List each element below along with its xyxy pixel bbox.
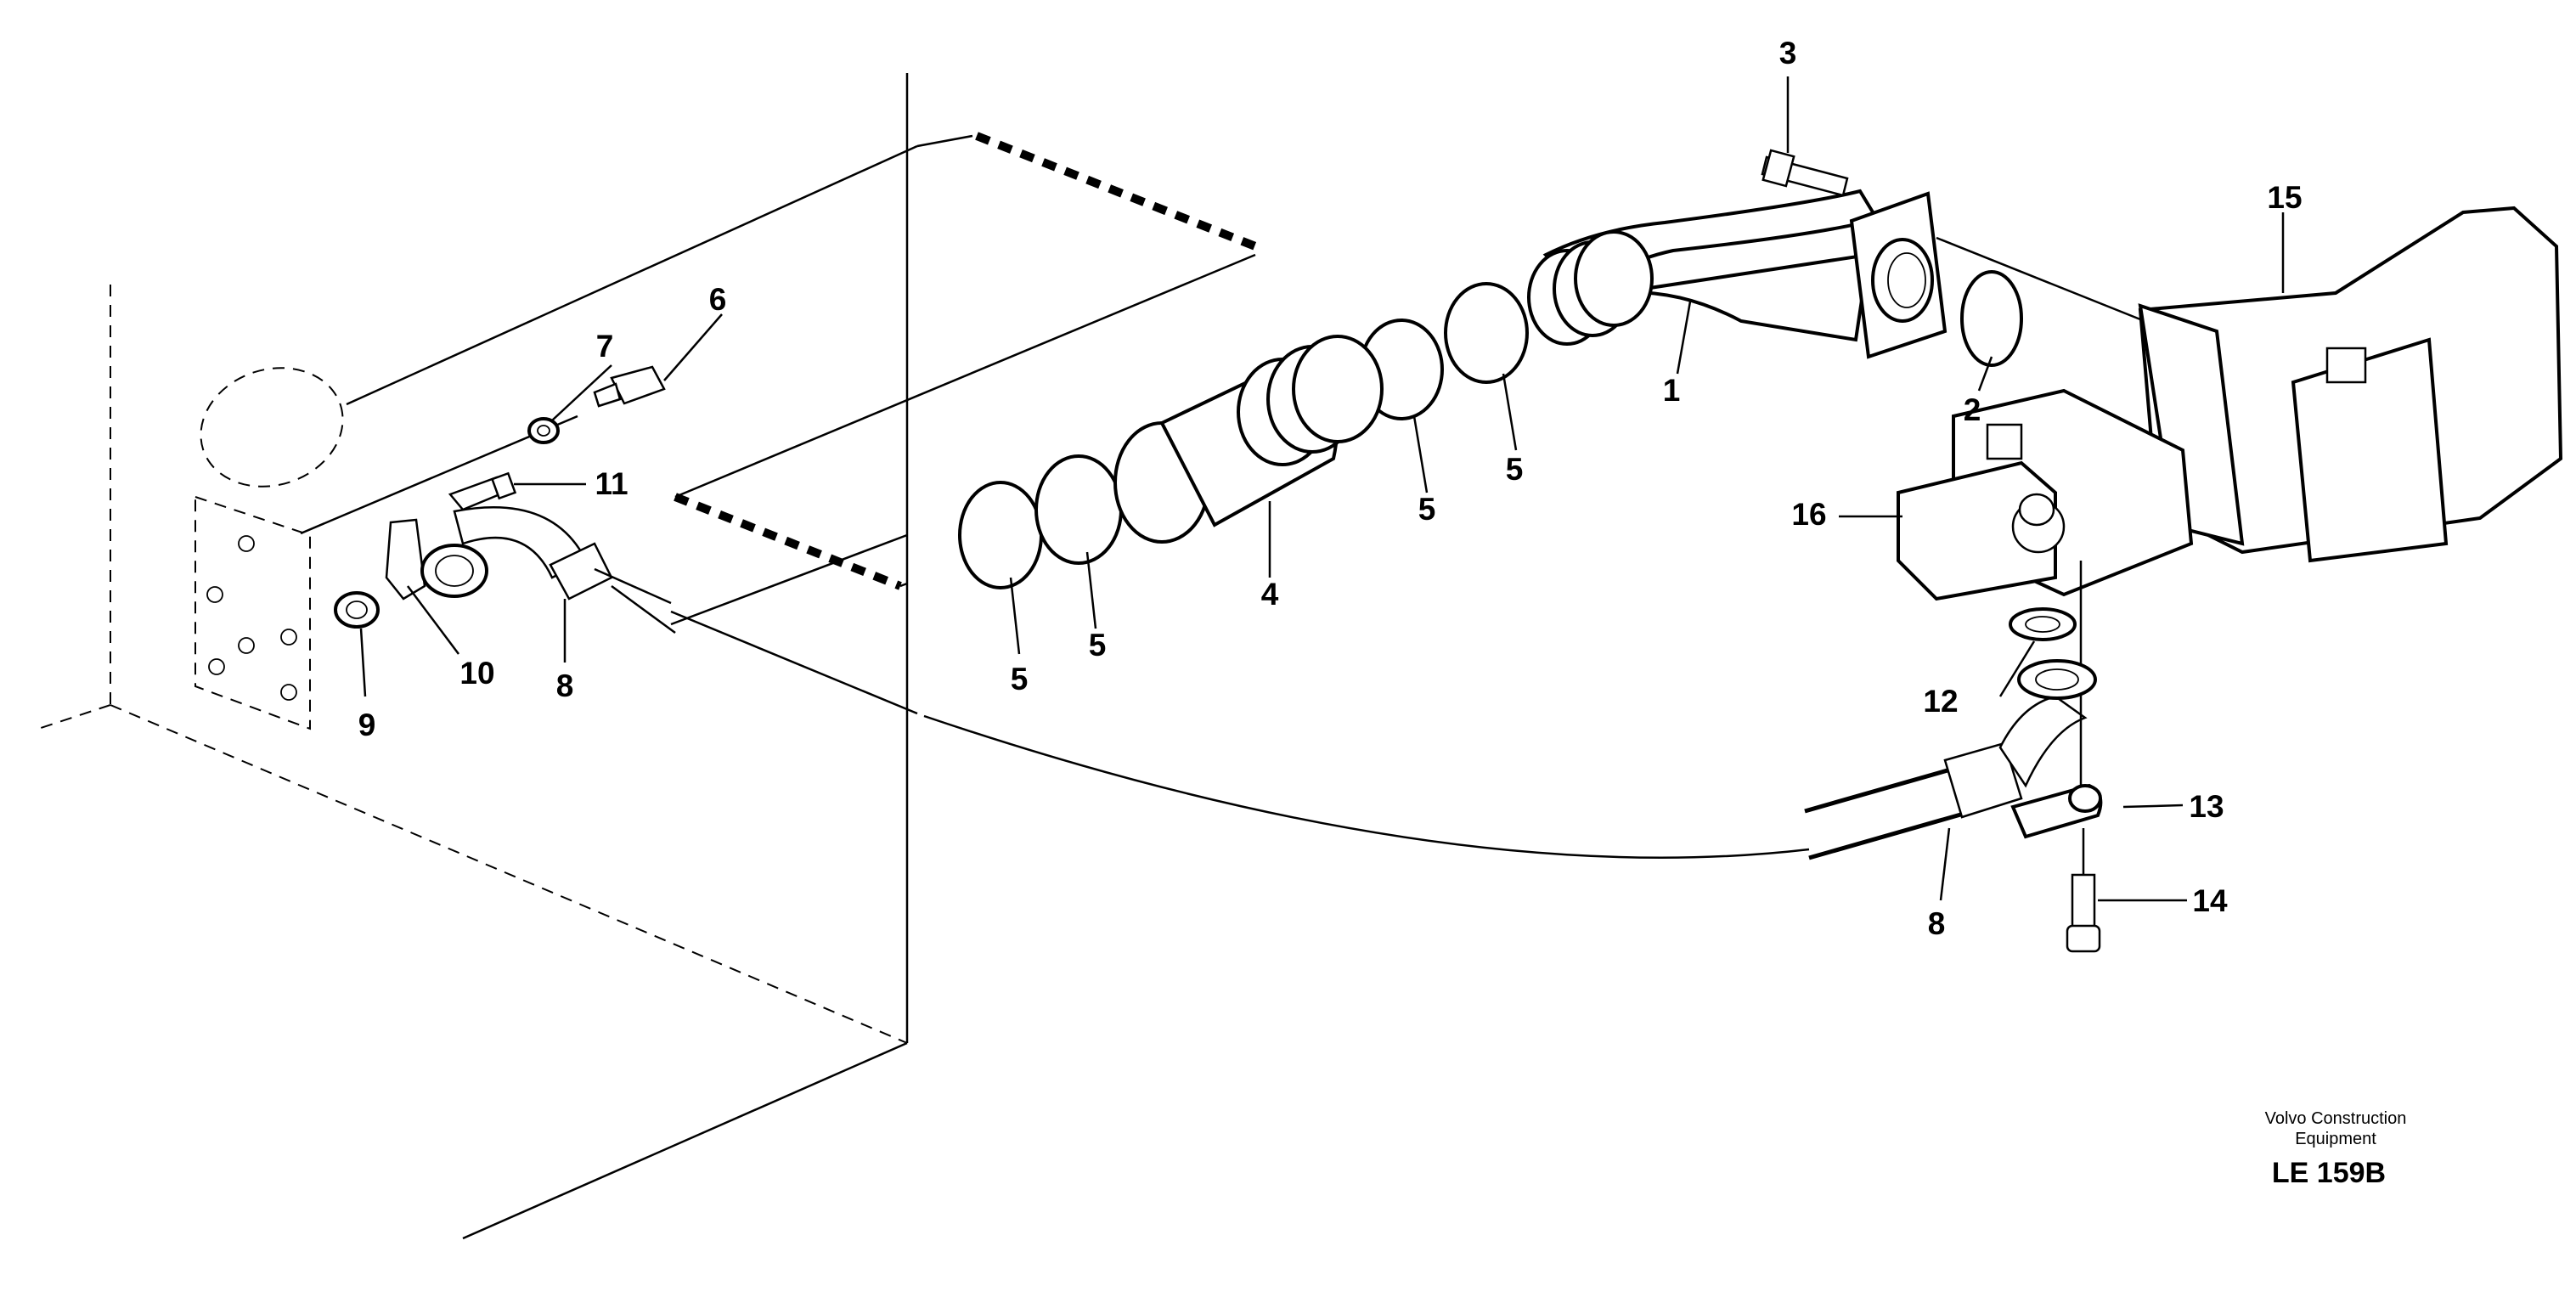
label-part-8-right: 8: [1928, 906, 1946, 941]
mounting-plate: [194, 367, 344, 730]
clamp-13: [2010, 783, 2103, 839]
left-fittings: [334, 365, 918, 715]
credit-line-1: Volvo Construction: [2265, 1109, 2407, 1128]
credit-line-2: Equipment: [2295, 1130, 2376, 1148]
label-part-6: 6: [709, 282, 727, 317]
drawing-code: LE 159B: [2272, 1157, 2386, 1189]
label-part-14: 14: [2192, 883, 2228, 918]
pipe-1: [1527, 189, 2150, 367]
sleeve-4: [1113, 335, 1384, 544]
label-part-5c: 5: [1418, 492, 1436, 527]
label-part-11: 11: [595, 466, 628, 501]
label-part-16: 16: [1791, 497, 1826, 532]
label-part-9: 9: [358, 708, 376, 742]
washers-12: [2009, 607, 2097, 700]
label-part-15: 15: [2267, 180, 2302, 215]
clamps: [958, 282, 1529, 589]
label-part-7: 7: [596, 329, 614, 364]
label-part-8-left: 8: [556, 668, 574, 703]
leader-lines: [359, 76, 2285, 902]
label-part-10: 10: [459, 656, 494, 691]
pump-assembly: [1897, 206, 2563, 798]
label-part-5b: 5: [1089, 628, 1107, 663]
label-part-5d: 5: [1506, 452, 1524, 487]
cover-outline: [674, 132, 1260, 590]
part-labels: 3 15 1 2 5 5 16 4 5 5 6 7 11 10 8 9 12 1…: [358, 36, 2303, 941]
hose-8: [923, 695, 2088, 860]
label-part-4: 4: [1261, 577, 1279, 612]
label-part-12: 12: [1923, 684, 1958, 719]
screw-14: [2066, 828, 2101, 953]
label-part-5a: 5: [1011, 662, 1029, 696]
screw-3: [1761, 149, 1849, 197]
credit-block: Volvo Construction Equipment LE 159B: [2265, 1109, 2407, 1189]
label-part-13: 13: [2189, 789, 2224, 824]
label-part-3: 3: [1779, 36, 1797, 70]
label-part-2: 2: [1964, 392, 1981, 427]
label-part-1: 1: [1663, 373, 1681, 408]
